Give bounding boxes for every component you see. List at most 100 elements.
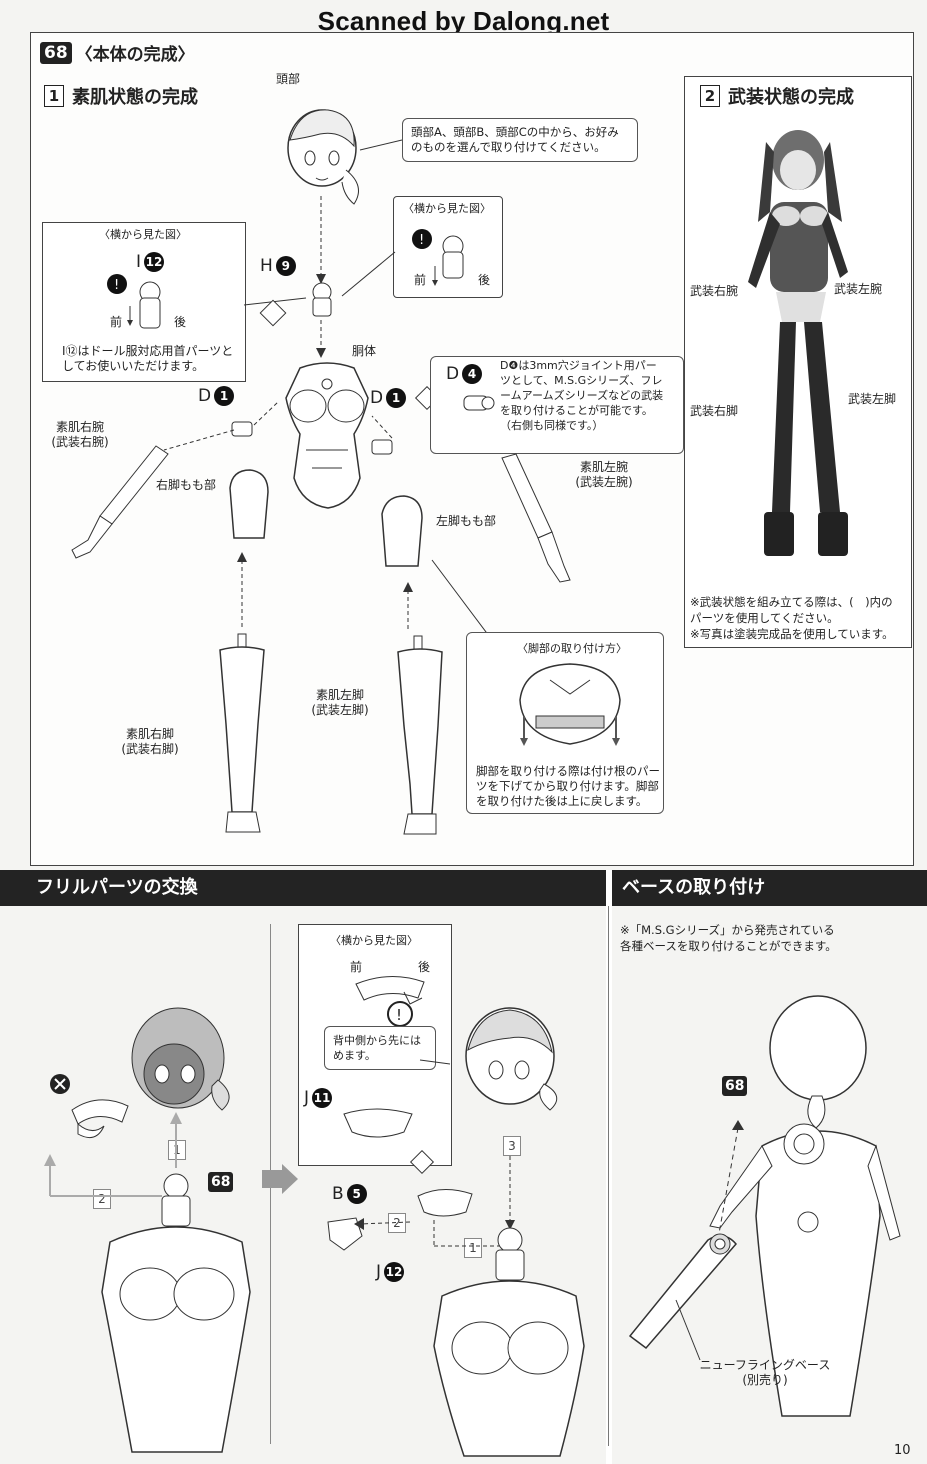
side-view-left-back: 後 xyxy=(174,315,187,329)
left-arm xyxy=(501,453,571,583)
right-thigh-label: 右脚もも部 xyxy=(156,478,217,492)
step-title: 〈本体の完成〉 xyxy=(75,45,195,65)
base-band: ベースの取り付け xyxy=(612,870,927,906)
svg-text:!: ! xyxy=(396,1006,402,1024)
torso-illustration xyxy=(285,362,369,509)
frill-remove-x xyxy=(50,1074,129,1139)
frill-part-j12 xyxy=(417,1189,473,1217)
step-number: 68 xyxy=(40,41,72,64)
frill-side-view-title: 〈横から見た図〉 xyxy=(330,934,418,947)
d4-part xyxy=(463,395,495,411)
neck-links xyxy=(243,251,396,358)
frill-step-3-mid: 3 xyxy=(503,1136,521,1156)
frill-ref-left: 68 xyxy=(208,1172,234,1192)
part-letter: D xyxy=(198,386,212,406)
armed-left-arm: 武装左腕 xyxy=(834,282,883,296)
part-letter: H xyxy=(260,256,273,276)
head-note: 頭部A、頭部B、頭部Cの中から、お好みのものを選んで取り付けてください。 xyxy=(402,118,638,162)
part-letter: D xyxy=(370,388,384,408)
part-letter: B xyxy=(332,1184,344,1204)
frill-side-diagram xyxy=(355,975,425,1005)
torso-frill-left xyxy=(101,1173,251,1453)
leg-attach-diagram xyxy=(519,663,621,746)
right-arm xyxy=(71,429,235,559)
side-view-right-back: 後 xyxy=(478,273,491,287)
frill-part-j11 xyxy=(343,1108,413,1138)
svg-text:!: ! xyxy=(419,233,424,248)
side-view-left-front: 前 xyxy=(110,315,123,329)
base-note: ※「M.S.Gシリーズ」から発売されている各種ベースを取り付けることができます。 xyxy=(620,923,837,953)
side-view-title-left: 〈横から見た図〉 xyxy=(99,228,187,241)
section2-number: 2 xyxy=(700,85,720,107)
part-letter: J xyxy=(376,1262,382,1282)
bottom-divider-line xyxy=(608,906,609,1446)
frill-note: 背中側から先にはめます。 xyxy=(324,1026,436,1070)
left-thigh xyxy=(381,495,423,567)
armed-left-leg: 武装左脚 xyxy=(848,392,897,406)
head-frill-mid xyxy=(465,1007,558,1111)
armed-figure-photo xyxy=(748,130,848,556)
part-number: 12 xyxy=(384,1262,405,1282)
flying-base-arm xyxy=(628,1120,744,1350)
section1-title: 素肌状態の完成 xyxy=(72,87,198,108)
frill-band: フリルパーツの交換 xyxy=(0,870,642,906)
side-view-neck-right: ! xyxy=(412,229,464,286)
head-frill-left xyxy=(131,1007,230,1111)
left-arm-label: 素肌左腕 (武装左腕) xyxy=(575,460,633,489)
scan-watermark: Scanned by Dalong.net xyxy=(317,6,610,36)
part-number: 5 xyxy=(346,1184,367,1204)
part-letter: J xyxy=(304,1088,310,1108)
leg-attach-title: 〈脚部の取り付け方〉 xyxy=(517,642,627,655)
frill-part-b5 xyxy=(327,1217,363,1251)
part-number: 12 xyxy=(144,252,165,272)
svg-text:!: ! xyxy=(114,278,119,293)
part-letter: I xyxy=(136,252,142,272)
d4-note: D❹は3mm穴ジョイント用パーツとして、M.S.Gシリーズ、フレームアームズシリ… xyxy=(500,359,664,432)
side-view-right-front: 前 xyxy=(414,273,427,287)
part-number: 1 xyxy=(386,388,407,408)
armed-right-arm: 武装右腕 xyxy=(690,284,739,298)
section2-title: 武装状態の完成 xyxy=(728,87,854,108)
side-view-title-right: 〈横から見た図〉 xyxy=(403,202,491,215)
armed-note-2: ※写真は塗装完成品を使用しています。 xyxy=(690,627,894,641)
base-figure-back xyxy=(709,995,901,1417)
head-arrow xyxy=(316,139,403,284)
neck-part xyxy=(312,282,332,317)
section2-heading: 2 武装状態の完成 xyxy=(700,83,854,109)
base-ref: 68 xyxy=(722,1076,748,1096)
leg-attach-note: 脚部を取り付ける際は付け根のパーツを下げてから取り付けます。脚部を取り付けた後は… xyxy=(476,764,660,808)
right-arm-label: 素肌右腕 (武装右腕) xyxy=(51,420,109,449)
part-number: 4 xyxy=(462,364,483,384)
left-leg xyxy=(397,635,443,835)
part-number: 11 xyxy=(312,1088,333,1108)
frill-side-back: 後 xyxy=(418,960,431,974)
i12-note: I⑫はドール服対応用首パーツとしてお使いいただけます。 xyxy=(62,344,234,373)
section1-heading: 1 素肌状態の完成 xyxy=(44,83,198,109)
head-illustration xyxy=(287,109,359,205)
frill-step-1-mid: 1 xyxy=(464,1238,482,1258)
base-label: ニューフライングベース (別売り) xyxy=(699,1358,831,1387)
head-label: 頭部 xyxy=(276,72,301,86)
right-leg xyxy=(219,633,265,833)
step-heading: 68 〈本体の完成〉 xyxy=(40,40,195,65)
frill-next-arrow xyxy=(262,1164,298,1194)
part-number: 9 xyxy=(275,256,296,276)
bottom-divider xyxy=(606,870,612,1464)
section1-number: 1 xyxy=(44,85,64,107)
armed-right-leg: 武装右脚 xyxy=(690,404,739,418)
left-thigh-label: 左脚もも部 xyxy=(436,514,497,528)
right-thigh xyxy=(229,469,269,539)
page-number: 10 xyxy=(894,1443,911,1458)
torso-label: 胴体 xyxy=(352,344,377,358)
